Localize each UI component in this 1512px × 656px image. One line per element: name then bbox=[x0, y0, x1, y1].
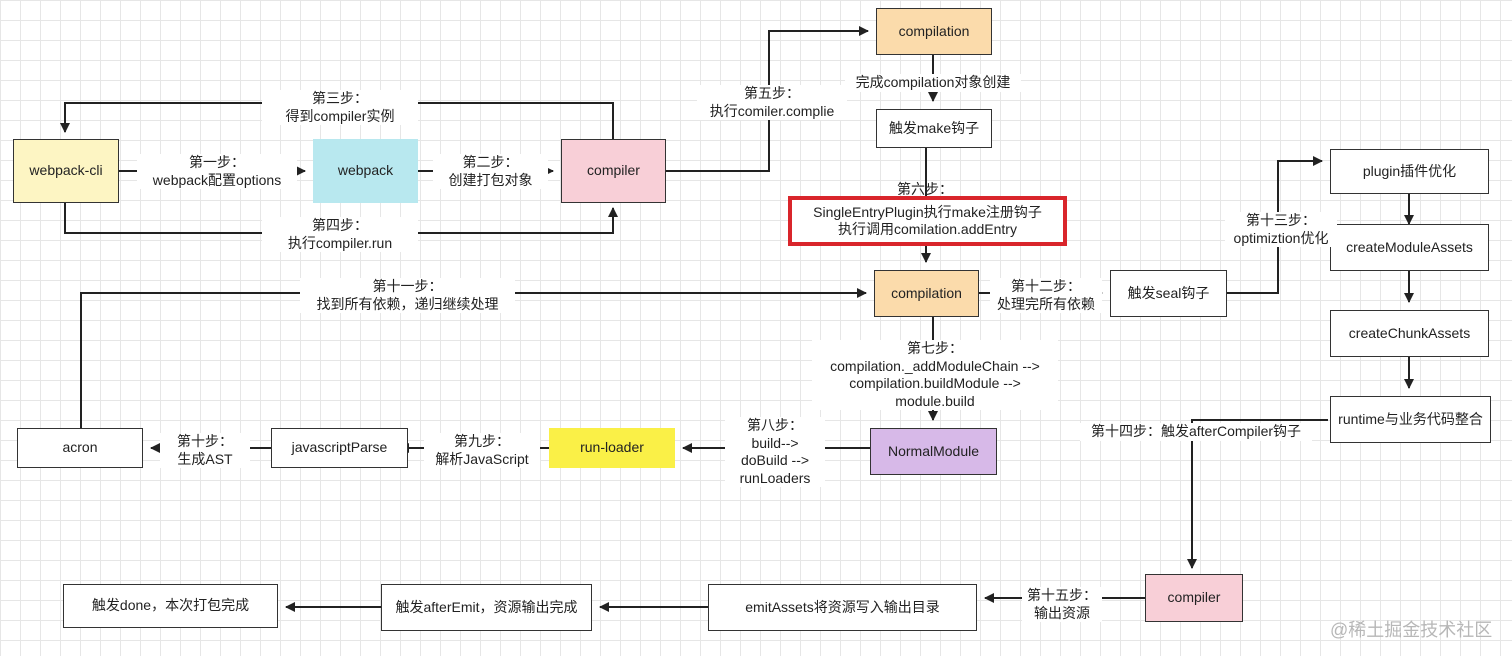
label-step9: 第九步： 解析JavaScript bbox=[424, 433, 540, 468]
node-compiler-top[interactable]: compiler bbox=[561, 139, 666, 203]
node-run-loader[interactable]: run-loader bbox=[549, 428, 675, 468]
label-step15: 第十五步： 输出资源 bbox=[1022, 587, 1102, 622]
node-create-chunk-assets[interactable]: createChunkAssets bbox=[1330, 310, 1489, 357]
label-step4: 第四步： 执行compiler.run bbox=[262, 217, 418, 252]
watermark: @稀土掘金技术社区 bbox=[1330, 620, 1493, 640]
node-trigger-make[interactable]: 触发make钩子 bbox=[876, 109, 992, 148]
node-webpack-cli[interactable]: webpack-cli bbox=[13, 139, 119, 203]
label-step11: 第十一步： 找到所有依赖，递归继续处理 bbox=[300, 278, 515, 313]
node-javascript-parse[interactable]: javascriptParse bbox=[271, 428, 408, 468]
label-compilation-created: 完成compilation对象创建 bbox=[845, 74, 1021, 92]
node-after-emit[interactable]: 触发afterEmit，资源输出完成 bbox=[381, 584, 592, 631]
label-step7: 第七步： compilation._addModuleChain --> com… bbox=[812, 340, 1058, 410]
node-trigger-seal[interactable]: 触发seal钩子 bbox=[1110, 270, 1227, 317]
node-single-entry-plugin[interactable]: SingleEntryPlugin执行make注册钩子 执行调用comilati… bbox=[788, 196, 1067, 246]
node-compilation-top[interactable]: compilation bbox=[876, 8, 992, 55]
edge-runtime-to-compiler bbox=[1187, 419, 1328, 569]
label-step5: 第五步： 执行comiler.complie bbox=[697, 85, 847, 120]
node-done[interactable]: 触发done，本次打包完成 bbox=[63, 584, 278, 628]
label-step3: 第三步： 得到compiler实例 bbox=[262, 90, 418, 125]
node-plugin-optimize[interactable]: plugin插件优化 bbox=[1330, 149, 1489, 194]
edge-acron-to-compilation bbox=[80, 288, 867, 428]
label-step1: 第一步： webpack配置options bbox=[137, 154, 297, 189]
label-step10: 第十步： 生成AST bbox=[160, 433, 250, 468]
label-step12: 第十二步： 处理完所有依赖 bbox=[990, 278, 1102, 313]
node-compilation-mid[interactable]: compilation bbox=[874, 270, 979, 317]
label-step8: 第八步： build--> doBuild --> runLoaders bbox=[725, 417, 825, 487]
node-emit-assets[interactable]: emitAssets将资源写入输出目录 bbox=[708, 584, 977, 631]
label-step13: 第十三步： optimiztion优化 bbox=[1225, 212, 1337, 247]
label-step14: 第十四步：触发afterCompiler钩子 bbox=[1080, 423, 1312, 441]
node-compiler-bottom[interactable]: compiler bbox=[1145, 574, 1243, 622]
label-step2: 第二步： 创建打包对象 bbox=[433, 154, 548, 189]
node-webpack[interactable]: webpack bbox=[313, 139, 418, 203]
node-runtime-merge[interactable]: runtime与业务代码整合 bbox=[1330, 396, 1491, 443]
node-normal-module[interactable]: NormalModule bbox=[870, 428, 997, 475]
node-create-module-assets[interactable]: createModuleAssets bbox=[1330, 224, 1489, 271]
label-step6: 第六步： bbox=[897, 181, 953, 195]
node-acron[interactable]: acron bbox=[17, 428, 143, 468]
